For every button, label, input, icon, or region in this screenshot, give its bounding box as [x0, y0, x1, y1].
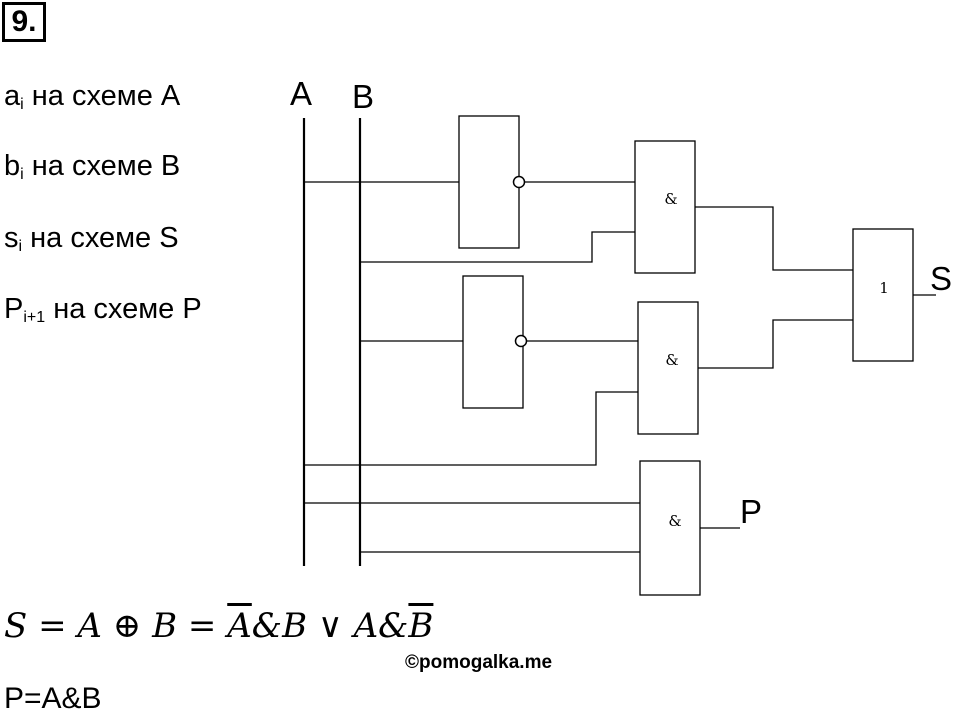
formula-s-lhs: S: [4, 606, 28, 646]
inversion-bubble-top: [512, 175, 526, 189]
gate-not-top: [458, 115, 520, 249]
formula-sum: S = A ⊕ B = A&B ∨ A&B: [4, 606, 433, 646]
mapping-line-p: Pi+1 на схеме P: [4, 293, 202, 327]
mapping-sub: i+1: [23, 309, 46, 326]
gate-label-and-carry: &: [668, 512, 681, 530]
mapping-sub: i: [18, 238, 23, 255]
gate-label-or: 1: [879, 279, 889, 297]
gate-label-and-bottom: &: [665, 351, 678, 369]
mapping-var: a: [4, 80, 21, 112]
formula-or-symbol: ∨: [317, 606, 343, 646]
output-label-s: S: [930, 260, 952, 297]
mapping-text: на схеме S: [22, 222, 179, 254]
wire-a-to-and-bottom: [304, 391, 638, 466]
gate-and-top: [634, 140, 696, 274]
mapping-sub: i: [20, 96, 24, 113]
formula-b: B: [152, 606, 178, 646]
mapping-line-a: ai на схеме A: [4, 80, 180, 114]
formula-eq2: =: [187, 606, 217, 646]
formula-and1: &: [251, 606, 283, 646]
gate-label-and-top: &: [664, 190, 677, 208]
mapping-var: s: [4, 222, 19, 254]
mapping-line-b: bi на схеме B: [4, 150, 180, 184]
source-credit: ©pomogalka.me: [405, 652, 553, 673]
mapping-var: P: [4, 293, 24, 325]
mapping-var: b: [4, 150, 21, 182]
formula-a2: A: [353, 606, 379, 646]
output-label-p: P: [740, 493, 762, 530]
inversion-bubble-bottom: [514, 334, 528, 348]
formula-a-bar: A: [227, 606, 252, 646]
mapping-line-s: si на схеме S: [4, 222, 179, 256]
mapping-sub: i: [20, 166, 24, 183]
gate-and-bottom: [637, 301, 699, 435]
mapping-text: на схеме B: [23, 150, 181, 182]
formula-and2: &: [378, 606, 409, 646]
formula-b1: B: [282, 606, 308, 646]
mapping-text: на схеме P: [45, 293, 202, 325]
formula-eq: =: [38, 606, 67, 646]
formula-b-bar: B: [408, 606, 434, 646]
wire-and-bottom-to-or: [698, 319, 853, 369]
wire-and-top-to-or: [695, 206, 853, 271]
input-label-b: B: [352, 78, 374, 115]
wire-b-to-and-top: [360, 231, 635, 263]
task-number: 9.: [2, 2, 46, 42]
mapping-text: на схеме A: [23, 80, 181, 112]
formula-xor-symbol: ⊕: [112, 606, 142, 646]
formula-carry: P=A&B: [4, 682, 102, 715]
gate-and-carry: [639, 460, 701, 596]
formula-a: A: [77, 606, 102, 646]
input-label-a: A: [290, 75, 312, 112]
gate-not-bottom: [462, 275, 524, 409]
